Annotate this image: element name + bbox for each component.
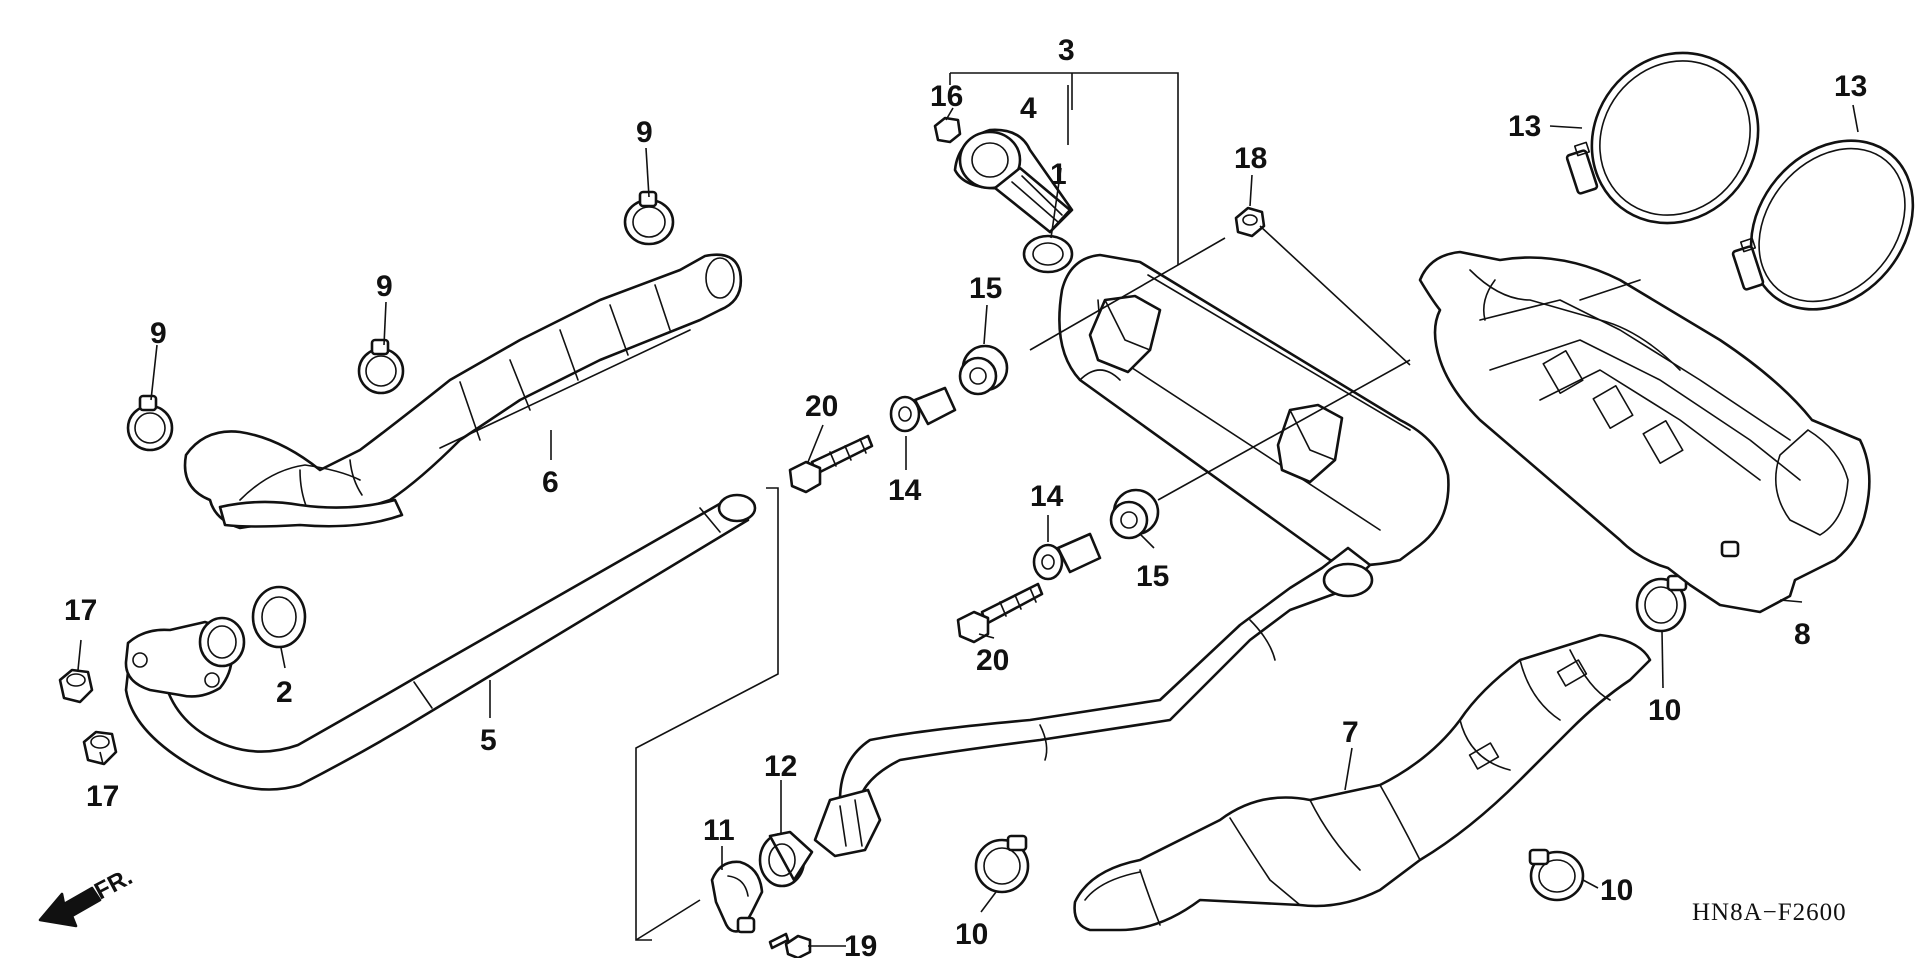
band-clamp-13-parts xyxy=(1565,51,1915,311)
gasket-1-part xyxy=(1022,234,1074,274)
muffler-cover-part xyxy=(1418,250,1871,614)
front-direction-indicator: FR. xyxy=(38,863,137,928)
exhaust-protector-part xyxy=(183,253,743,530)
diagram-code: HN8A−F2600 xyxy=(1692,899,1847,926)
callout-16: 16 xyxy=(930,80,963,113)
callout-17b: 17 xyxy=(86,780,119,813)
callout-9a: 9 xyxy=(150,317,167,350)
callout-1: 1 xyxy=(1050,158,1067,191)
muffler-part xyxy=(813,253,1450,858)
callout-20a: 20 xyxy=(805,390,838,423)
bolt-19-part xyxy=(768,932,812,958)
callout-9c: 9 xyxy=(636,116,653,149)
callout-13b: 13 xyxy=(1834,70,1867,103)
muffler-protector-part xyxy=(1073,633,1652,932)
callout-8: 8 xyxy=(1794,618,1811,651)
callout-13a: 13 xyxy=(1508,110,1541,143)
gasket-2-part xyxy=(251,585,307,649)
front-arrow-icon xyxy=(38,886,102,928)
collar-14-parts xyxy=(889,386,1102,581)
callout-12: 12 xyxy=(764,750,797,783)
callout-17a: 17 xyxy=(64,594,97,627)
callout-20b: 20 xyxy=(976,644,1009,677)
callout-6: 6 xyxy=(542,466,559,499)
clamp-11-part xyxy=(710,860,764,934)
callout-10c: 10 xyxy=(1600,874,1633,907)
gasket-12-part xyxy=(758,830,814,888)
callout-11: 11 xyxy=(703,814,735,847)
bolt-16-part xyxy=(933,116,962,144)
leader-lines-3 xyxy=(949,72,1179,265)
rubber-mount-15-parts xyxy=(958,344,1411,540)
leader-lines-11-12 xyxy=(635,487,779,941)
hose-clamp-9-parts xyxy=(126,190,675,452)
callout-10a: 10 xyxy=(955,918,988,951)
callout-15b: 15 xyxy=(1136,560,1169,593)
exhaust-pipe-part xyxy=(124,493,757,791)
callout-leaders xyxy=(77,104,1859,947)
callout-14a: 14 xyxy=(888,474,922,507)
flange-nut-18-part xyxy=(1029,206,1411,366)
flange-nut-17-parts xyxy=(58,668,118,766)
callout-14b: 14 xyxy=(1030,480,1064,513)
callout-numbers: 1 2 3 4 5 6 7 8 9 9 9 10 10 10 11 12 13 … xyxy=(64,34,1867,958)
callout-18: 18 xyxy=(1234,142,1267,175)
spark-arrester-part xyxy=(953,128,1074,234)
callout-3: 3 xyxy=(1058,34,1075,67)
callout-9b: 9 xyxy=(376,270,393,303)
callout-4: 4 xyxy=(1020,92,1037,125)
callout-19: 19 xyxy=(844,930,877,958)
callout-5: 5 xyxy=(480,724,497,757)
callout-2: 2 xyxy=(276,676,293,709)
callout-10b: 10 xyxy=(1648,694,1681,727)
flange-bolt-20-parts xyxy=(788,434,1044,644)
callout-7: 7 xyxy=(1342,716,1359,749)
callout-15a: 15 xyxy=(969,272,1002,305)
